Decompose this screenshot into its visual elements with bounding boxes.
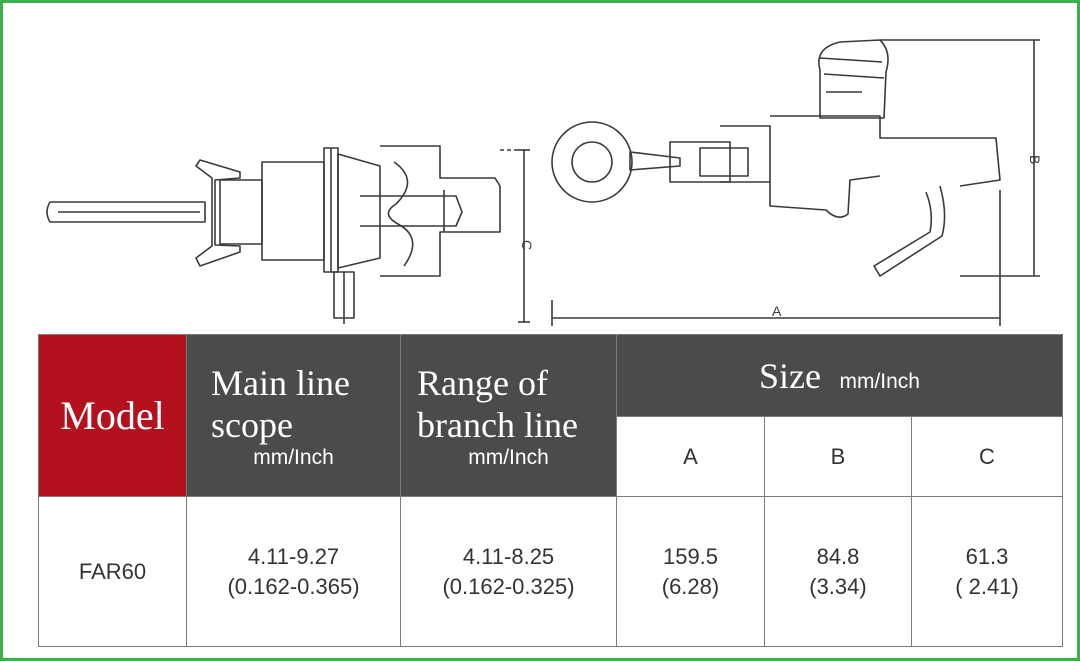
cell-model: FAR60 (38, 496, 187, 647)
header-branch-line-unit: mm/Inch (468, 445, 549, 469)
header-branch-line-title: Range of branch line (417, 362, 578, 445)
header-model: Model (38, 334, 187, 497)
cell-size-b-mm: 84.8 (816, 543, 860, 569)
cell-size-b: 84.8 (3.34) (764, 496, 912, 647)
cell-branch-line: 4.11-8.25 (0.162-0.325) (400, 496, 617, 647)
dimension-label-a: A (772, 303, 782, 319)
cell-size-c: 61.3 ( 2.41) (911, 496, 1063, 647)
front-view-drawing (551, 39, 1040, 326)
table-row: FAR60 4.11-9.27 (0.162-0.365) 4.11-8.25 … (38, 496, 1063, 647)
cell-size-a-inch: (6.28) (661, 573, 720, 599)
cell-main-line-mm: 4.11-9.27 (247, 543, 340, 569)
header-branch-line: Range of branch line mm/Inch (400, 334, 617, 497)
cell-size-c-inch: ( 2.41) (955, 573, 1019, 599)
header-size-c: C (911, 416, 1063, 497)
header-size-unit: mm/Inch (839, 369, 920, 393)
technical-drawing: C A B (46, 39, 1043, 326)
header-main-line: Main line scope mm/Inch (186, 334, 401, 497)
cell-size-a: 159.5 (6.28) (616, 496, 765, 647)
header-size-b: B (764, 416, 912, 497)
cell-main-line: 4.11-9.27 (0.162-0.365) (186, 496, 401, 647)
cell-main-line-inch: (0.162-0.365) (227, 573, 360, 599)
cell-size-b-inch: (3.34) (809, 573, 867, 599)
cell-branch-line-inch: (0.162-0.325) (442, 573, 575, 599)
cell-size-a-mm: 159.5 (662, 543, 719, 569)
header-size-a: A (616, 416, 765, 497)
cell-size-c-mm: 61.3 (965, 543, 1009, 569)
side-view-drawing (46, 145, 530, 324)
dimension-label-b: B (1027, 155, 1043, 164)
header-size-title: Size (759, 355, 821, 396)
header-size: Size mm/Inch (616, 334, 1063, 417)
specification-table: Model Main line scope mm/Inch Range of b… (38, 334, 1063, 647)
header-main-line-title: Main line scope (211, 362, 350, 445)
cell-branch-line-mm: 4.11-8.25 (462, 543, 555, 569)
dimension-label-c: C (519, 240, 535, 250)
header-main-line-unit: mm/Inch (253, 445, 334, 469)
